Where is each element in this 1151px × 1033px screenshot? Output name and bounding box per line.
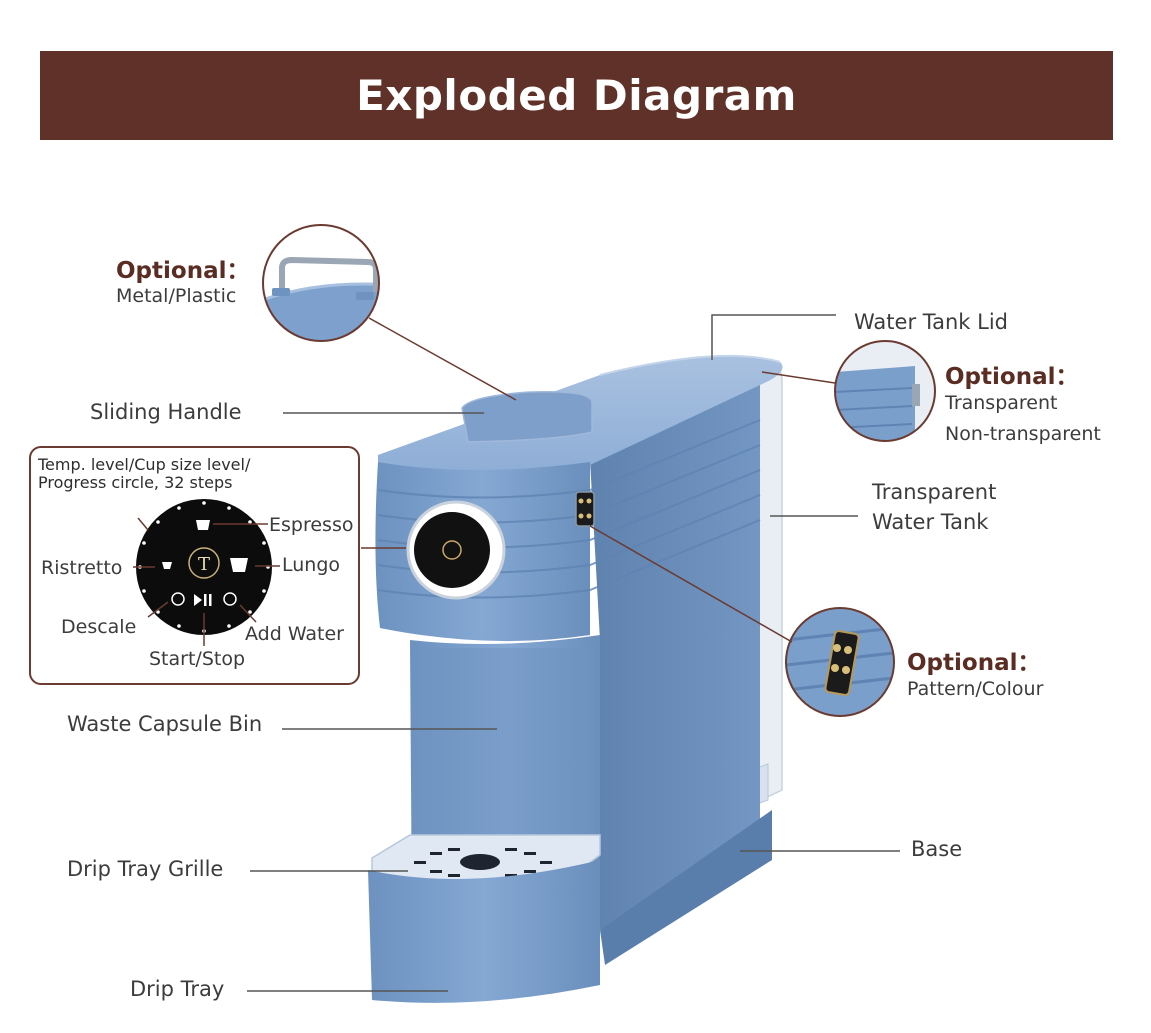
optional-tank-line-2: Non-transparent <box>945 423 1101 445</box>
label-base: Base <box>911 837 963 861</box>
optional-handle-line: Metal/Plastic <box>116 285 237 307</box>
label-add-water: Add Water <box>245 623 344 645</box>
label-espresso: Espresso <box>269 514 354 536</box>
tank-zoom-circle <box>834 340 936 442</box>
optional-pattern-title: Optional： <box>907 650 1041 676</box>
espresso-cup-icon <box>196 520 210 530</box>
label-sliding-handle: Sliding Handle <box>90 400 242 424</box>
pattern-zoom-circle <box>785 607 895 717</box>
label-lungo: Lungo <box>282 554 341 576</box>
title-banner: Exploded Diagram <box>40 51 1113 140</box>
optional-tank-line-1: Transparent <box>945 392 1058 414</box>
label-water-tank-lid: Water Tank Lid <box>854 310 1008 334</box>
machine-base <box>600 810 772 965</box>
label-drip-tray: Drip Tray <box>130 977 225 1001</box>
label-start-stop: Start/Stop <box>149 648 246 670</box>
lungo-cup-icon <box>230 558 248 572</box>
drip-tray-shape <box>368 860 600 1003</box>
dial-logo: T <box>198 554 210 575</box>
label-ristretto: Ristretto <box>41 557 123 579</box>
handle-zoom-circle <box>262 224 380 342</box>
control-panel-callout <box>29 446 360 685</box>
label-descale: Descale <box>61 616 137 638</box>
add-water-icon <box>223 592 237 606</box>
optional-tank-title: Optional： <box>945 364 1079 390</box>
sliding-handle-shape <box>461 390 593 443</box>
label-drip-tray-grille: Drip Tray Grille <box>67 857 224 881</box>
machine-dial <box>406 500 506 600</box>
side-pattern-button <box>575 491 595 527</box>
optional-pattern-line: Pattern/Colour <box>907 678 1044 700</box>
leader-lines-brown <box>133 317 836 646</box>
label-transparent-water-tank-line2: Water Tank <box>872 510 989 534</box>
start-stop-icon <box>194 594 212 606</box>
label-transparent-water-tank-line1: Transparent <box>872 480 997 504</box>
machine-side <box>590 380 760 930</box>
control-dial-large: T <box>136 499 272 635</box>
optional-handle-title: Optional： <box>116 258 250 284</box>
label-waste-capsule-bin: Waste Capsule Bin <box>67 712 263 736</box>
ristretto-cup-icon <box>162 562 172 569</box>
leader-lines-grey <box>247 314 900 992</box>
descale-icon <box>171 592 185 606</box>
page-title: Exploded Diagram <box>356 71 797 120</box>
control-panel-note: Temp. level/Cup size level/ Progress cir… <box>38 455 251 492</box>
